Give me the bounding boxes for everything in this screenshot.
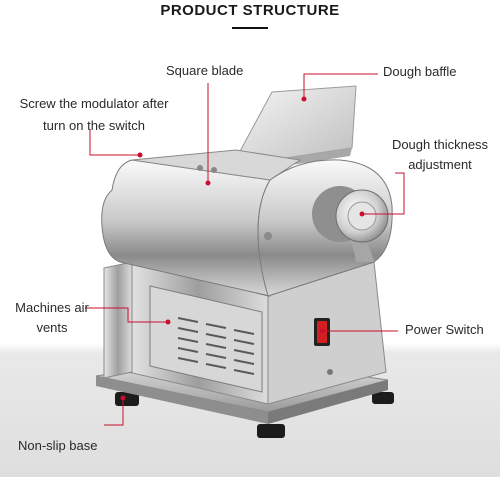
page-title: PRODUCT STRUCTURE [160, 2, 340, 19]
label-power-switch: Power Switch [405, 322, 484, 337]
vent-grille [149, 285, 263, 393]
label-dough-thickness-line1: Dough thickness [391, 137, 489, 152]
top-lid [131, 149, 302, 181]
foot-right [372, 392, 394, 404]
label-non-slip-base: Non-slip base [18, 438, 98, 453]
label-air-vents-line2: vents [36, 320, 68, 335]
label-screw-modulator-line1: Screw the modulator after [19, 96, 169, 111]
label-screw-modulator-line2: turn on the switch [43, 118, 145, 133]
label-square-blade: Square blade [166, 63, 244, 78]
foot-front [257, 424, 285, 438]
label-air-vents-line1: Machines air [15, 300, 89, 315]
label-dough-baffle: Dough baffle [383, 64, 457, 79]
label-dough-thickness-line2: adjustment [408, 157, 472, 172]
title-underline [232, 27, 268, 29]
